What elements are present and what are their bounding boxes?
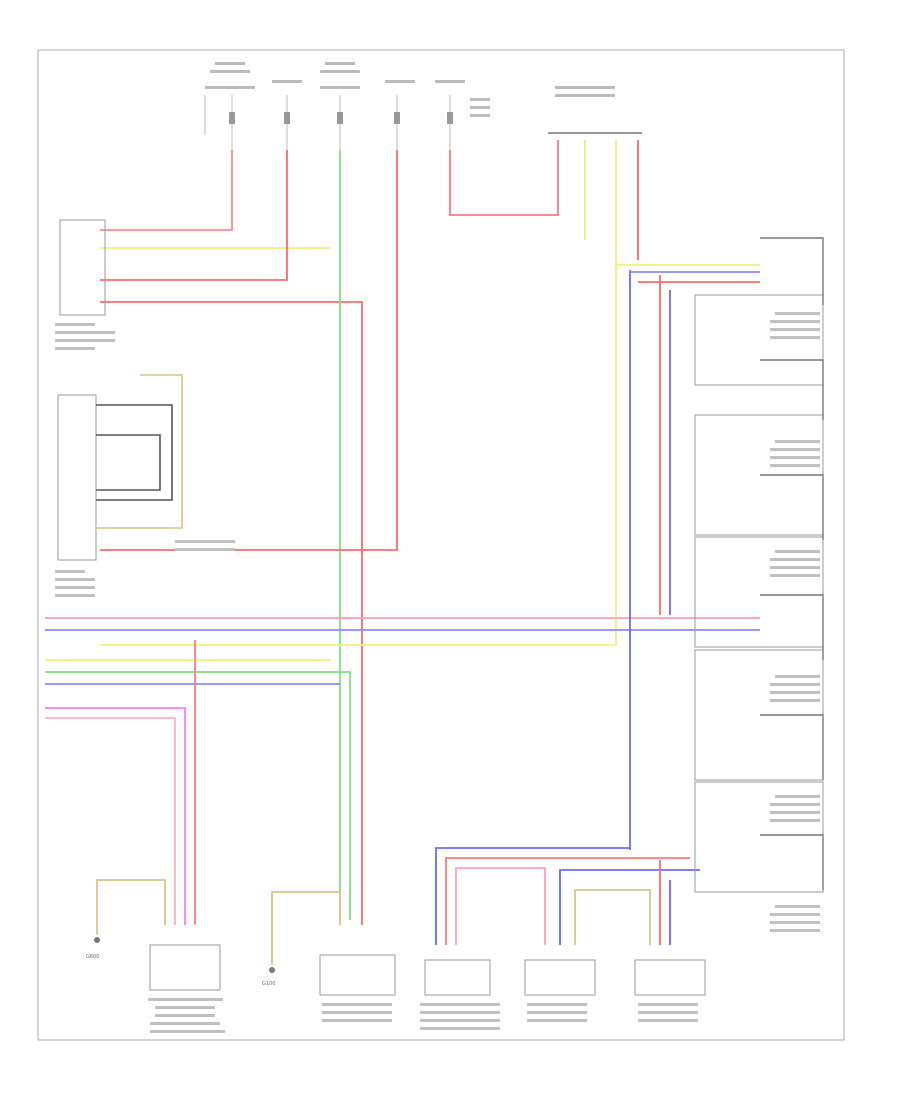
wires: [45, 140, 760, 965]
bottom-connector-labels: [148, 998, 698, 1033]
tan-harness: [96, 374, 183, 529]
wire-green-long: [45, 671, 351, 920]
ground-label-1: G600: [86, 954, 99, 960]
wire-pink-bottom: [455, 867, 546, 945]
ground-icon: [269, 967, 275, 973]
switch-labels: [55, 323, 115, 350]
wire-blue-bottom2: [559, 869, 700, 945]
fuse-block-group: [204, 95, 451, 150]
bottom-connectors: [149, 944, 706, 996]
wire-yellow-right: [100, 140, 617, 646]
wire-blue-bottom: [435, 847, 630, 945]
wire-pink-lower: [45, 717, 176, 925]
wire-red-5: [449, 140, 559, 216]
switch-box: [59, 219, 106, 316]
fuse-symbols: [229, 112, 453, 124]
wire-red-3: [100, 301, 363, 925]
gray-harness: [96, 404, 173, 501]
diagram-frame: [37, 49, 845, 1041]
fuse-labels: [205, 62, 615, 117]
ground-symbols: [94, 937, 275, 973]
ecu-brackets: [760, 237, 824, 890]
wire-tan-bottom: [574, 889, 651, 945]
wire-red-1: [100, 150, 233, 231]
wire-tan-left2: [271, 891, 341, 965]
wire-tan-left: [96, 879, 166, 935]
ground-icon: [94, 937, 100, 943]
ground-label-2: G100: [262, 981, 275, 987]
wire-red-2: [100, 150, 288, 281]
left-module: [57, 394, 97, 561]
wire-red-bottom: [445, 857, 690, 945]
ecu-labels: [770, 312, 820, 932]
ecu-stack: [694, 294, 824, 893]
left-module-labels: [55, 540, 235, 597]
wire-magenta: [45, 707, 186, 925]
